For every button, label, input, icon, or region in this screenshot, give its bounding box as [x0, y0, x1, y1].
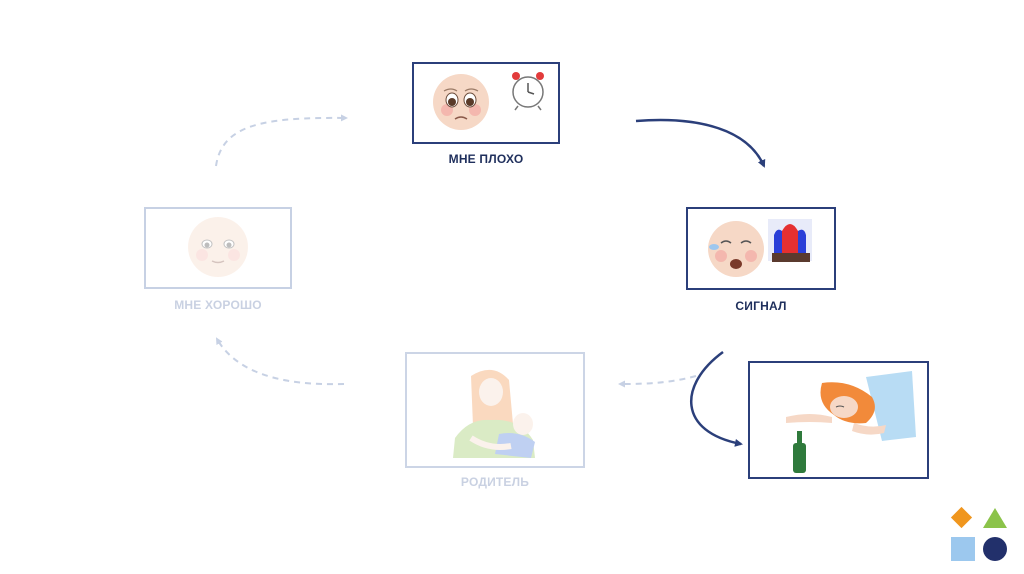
- sleeping-woman-icon: [786, 371, 916, 441]
- orange-diamond-icon: [950, 506, 973, 529]
- mother-holding-baby-icon: [453, 369, 535, 458]
- signal-illustration: [708, 219, 812, 277]
- card-drunk-parent: [748, 361, 929, 479]
- alarm-clock-icon: [512, 72, 544, 111]
- label-bad: МНЕ ПЛОХО: [448, 152, 524, 166]
- arrow-good-to-bad: [215, 114, 348, 167]
- calm-baby-face-icon: [188, 217, 248, 277]
- card-signal: [686, 207, 836, 290]
- arrow-parent-to-good: [216, 337, 345, 386]
- blue-square-icon: [951, 537, 975, 561]
- bottle-icon: [793, 431, 806, 473]
- parent-illustration: [453, 369, 535, 458]
- green-triangle-icon: [983, 508, 1007, 528]
- arrow-signal-to-drunk: [689, 350, 743, 447]
- card-good: [144, 207, 292, 289]
- drunk-illustration: [786, 371, 916, 473]
- card-parent: [405, 352, 585, 468]
- arrow-drunk-to-parent: [618, 375, 697, 388]
- decorative-shapes: [950, 506, 1007, 561]
- navy-circle-icon: [983, 537, 1007, 561]
- arrow-bad-to-signal: [635, 118, 766, 168]
- label-good: МНЕ ХОРОШО: [174, 298, 262, 312]
- good-illustration: [188, 217, 248, 277]
- siren-light-icon: [768, 219, 812, 262]
- card-bad: [412, 62, 560, 144]
- label-signal: СИГНАЛ: [735, 299, 787, 313]
- bad-illustration: [433, 72, 544, 130]
- crying-baby-face-icon: [708, 221, 764, 277]
- label-parent: РОДИТЕЛЬ: [460, 475, 530, 489]
- sad-baby-face-icon: [433, 74, 489, 130]
